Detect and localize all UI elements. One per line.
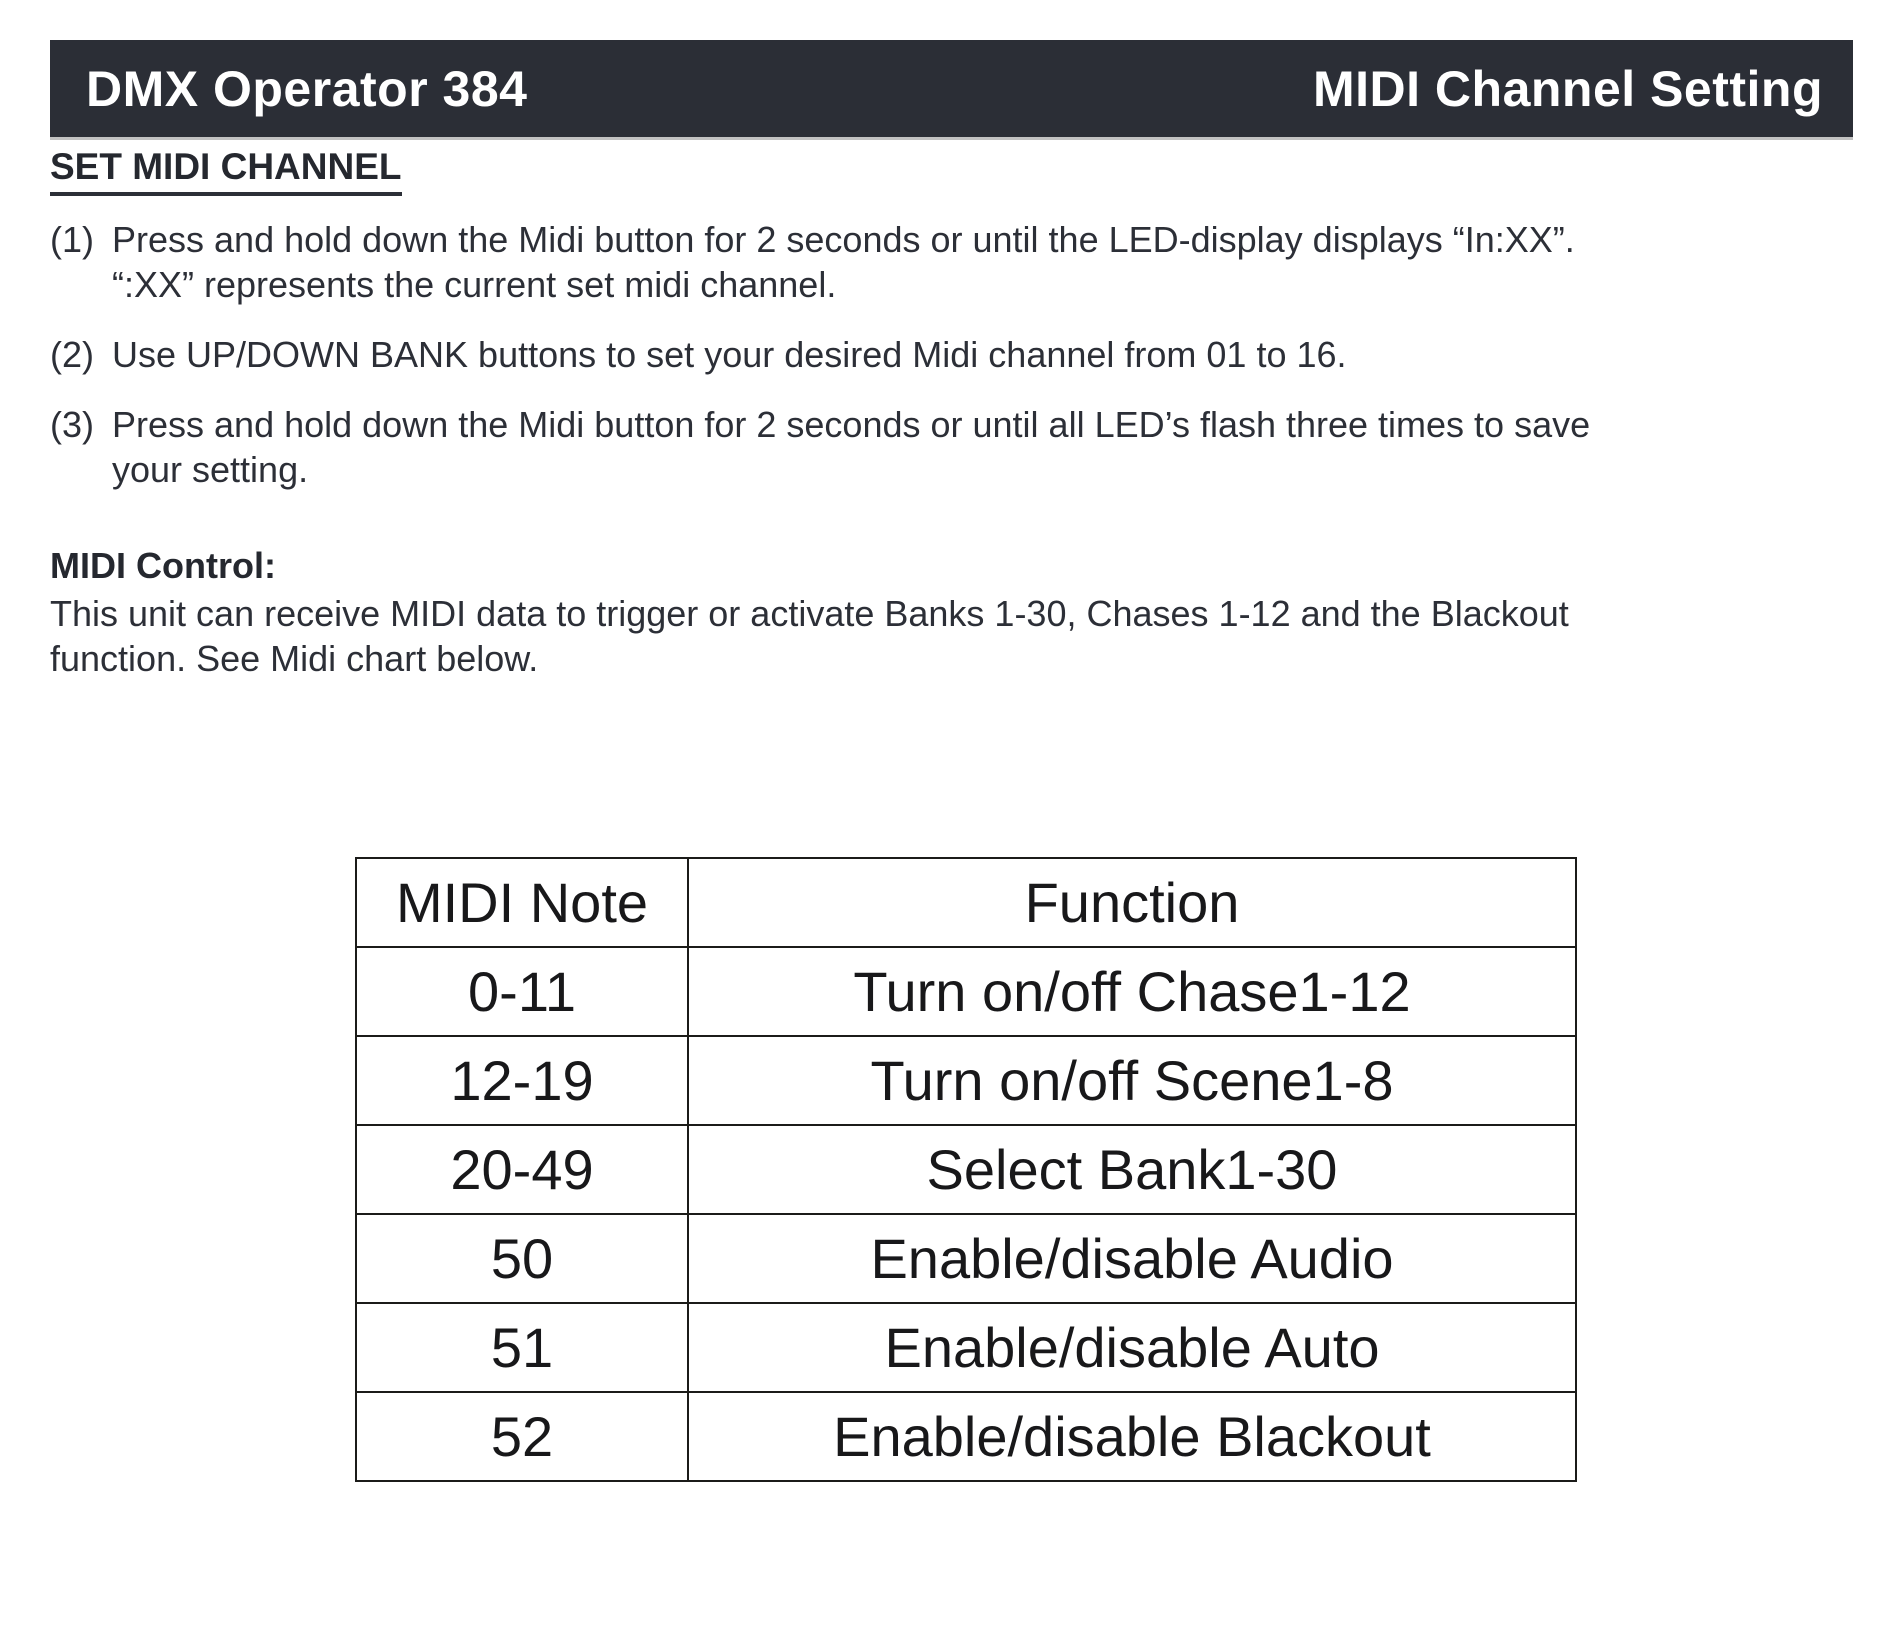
function-cell: Enable/disable Blackout — [687, 1391, 1577, 1482]
function-cell: Enable/disable Audio — [687, 1213, 1577, 1304]
midi-note-cell: 0-11 — [355, 946, 689, 1037]
function-cell: Turn on/off Chase1-12 — [687, 946, 1577, 1037]
step-number: (3) — [50, 404, 94, 445]
table-row: 50 Enable/disable Audio — [355, 1213, 1577, 1304]
section-title: SET MIDI CHANNEL — [50, 144, 402, 196]
midi-note-function-table: MIDI Note Function 0-11 Turn on/off Chas… — [355, 857, 1577, 1482]
midi-control-heading: MIDI Control: — [50, 545, 276, 586]
page-header-bar: DMX Operator 384 MIDI Channel Setting — [50, 40, 1853, 137]
page-section-name: MIDI Channel Setting — [1313, 60, 1823, 117]
device-title: DMX Operator 384 — [86, 60, 528, 117]
step-number: (1) — [50, 219, 94, 260]
step-text: Press and hold down the Midi button for … — [112, 404, 1591, 490]
instruction-step-2: (2) Use UP/DOWN BANK buttons to set your… — [50, 332, 1840, 377]
midi-note-cell: 50 — [355, 1213, 689, 1304]
table-row: 52 Enable/disable Blackout — [355, 1391, 1577, 1482]
midi-note-cell: 51 — [355, 1302, 689, 1393]
table-row: 12-19 Turn on/off Scene1-8 — [355, 1035, 1577, 1126]
midi-note-cell: 20-49 — [355, 1124, 689, 1215]
column-header-midi-note: MIDI Note — [355, 857, 689, 948]
function-cell: Enable/disable Auto — [687, 1302, 1577, 1393]
instruction-step-3: (3) Press and hold down the Midi button … — [50, 402, 1840, 492]
column-header-function: Function — [687, 857, 1577, 948]
table-row: 20-49 Select Bank1-30 — [355, 1124, 1577, 1215]
table-row: 0-11 Turn on/off Chase1-12 — [355, 946, 1577, 1037]
function-cell: Turn on/off Scene1-8 — [687, 1035, 1577, 1126]
function-cell: Select Bank1-30 — [687, 1124, 1577, 1215]
step-text: Press and hold down the Midi button for … — [112, 219, 1575, 305]
table-header-row: MIDI Note Function — [355, 857, 1577, 948]
step-text: Use UP/DOWN BANK buttons to set your des… — [112, 334, 1347, 375]
midi-note-cell: 12-19 — [355, 1035, 689, 1126]
step-number: (2) — [50, 334, 94, 375]
table-row: 51 Enable/disable Auto — [355, 1302, 1577, 1393]
midi-control-description: This unit can receive MIDI data to trigg… — [50, 593, 1569, 679]
instruction-step-1: (1) Press and hold down the Midi button … — [50, 217, 1840, 307]
midi-note-cell: 52 — [355, 1391, 689, 1482]
